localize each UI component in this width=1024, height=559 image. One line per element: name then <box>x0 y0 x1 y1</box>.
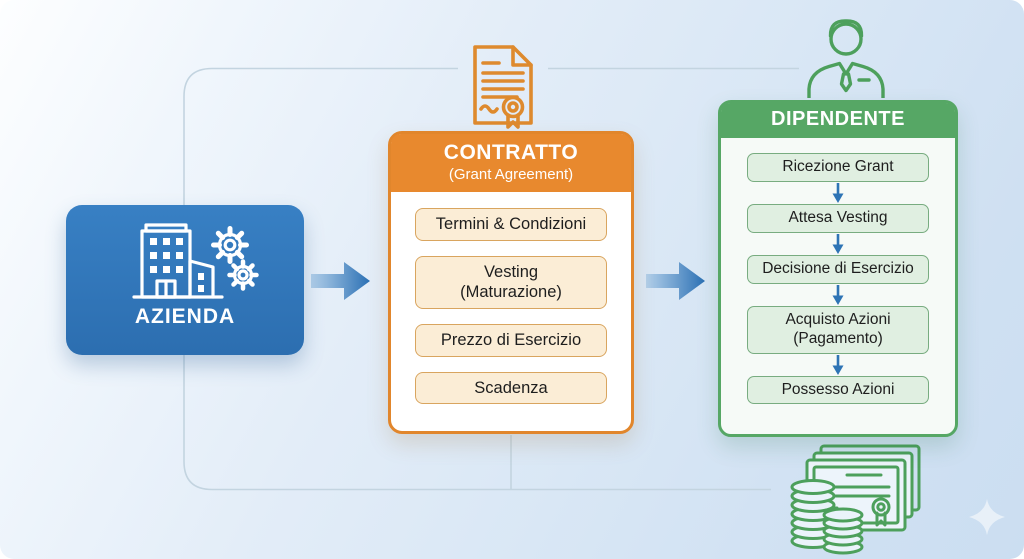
employee-step-grant: Ricezione Grant <box>747 153 929 182</box>
arrow-down-icon <box>747 284 929 306</box>
employee-step-share-purchase: Acquisto Azioni (Pagamento) <box>747 305 929 354</box>
arrow-right-icon <box>311 257 375 305</box>
contract-title: CONTRATTO <box>443 141 579 164</box>
contract-subtitle: (Grant Agreement) <box>448 166 574 183</box>
contract-header: CONTRATTO (Grant Agreement) <box>391 134 631 192</box>
share-certificates-coins-icon <box>783 441 927 555</box>
contract-item-strike-price: Prezzo di Esercizio <box>415 323 607 357</box>
contract-item-expiry: Scadenza <box>415 371 607 405</box>
arrow-down-icon <box>747 354 929 376</box>
employee-step-exercise-decision: Decisione di Esercizio <box>747 254 929 284</box>
arrow-down-icon <box>747 182 929 204</box>
contract-box: CONTRATTO (Grant Agreement) Termini & Co… <box>388 131 634 434</box>
contract-items: Termini & Condizioni Vesting (Maturazion… <box>391 192 631 405</box>
employee-step-share-ownership: Possesso Azioni <box>747 375 929 405</box>
arrow-right-icon <box>646 257 710 305</box>
employee-title: DIPENDENTE <box>721 103 955 138</box>
certificate-document-icon <box>459 41 547 129</box>
sparkle-icon <box>967 497 1007 537</box>
contract-item-vesting: Vesting (Maturazione) <box>415 255 607 309</box>
employee-steps: Ricezione Grant Attesa Vesting Decisione… <box>721 138 955 405</box>
arrow-down-icon <box>747 233 929 255</box>
company-box: AZIENDA <box>66 205 304 355</box>
contract-item-terms: Termini & Condizioni <box>415 208 607 241</box>
employee-step-vesting: Attesa Vesting <box>747 203 929 233</box>
building-gears-icon <box>110 219 260 303</box>
employee-box: DIPENDENTE Ricezione Grant Attesa Vestin… <box>718 100 958 437</box>
businessman-icon <box>799 12 893 98</box>
company-label: AZIENDA <box>134 305 236 328</box>
